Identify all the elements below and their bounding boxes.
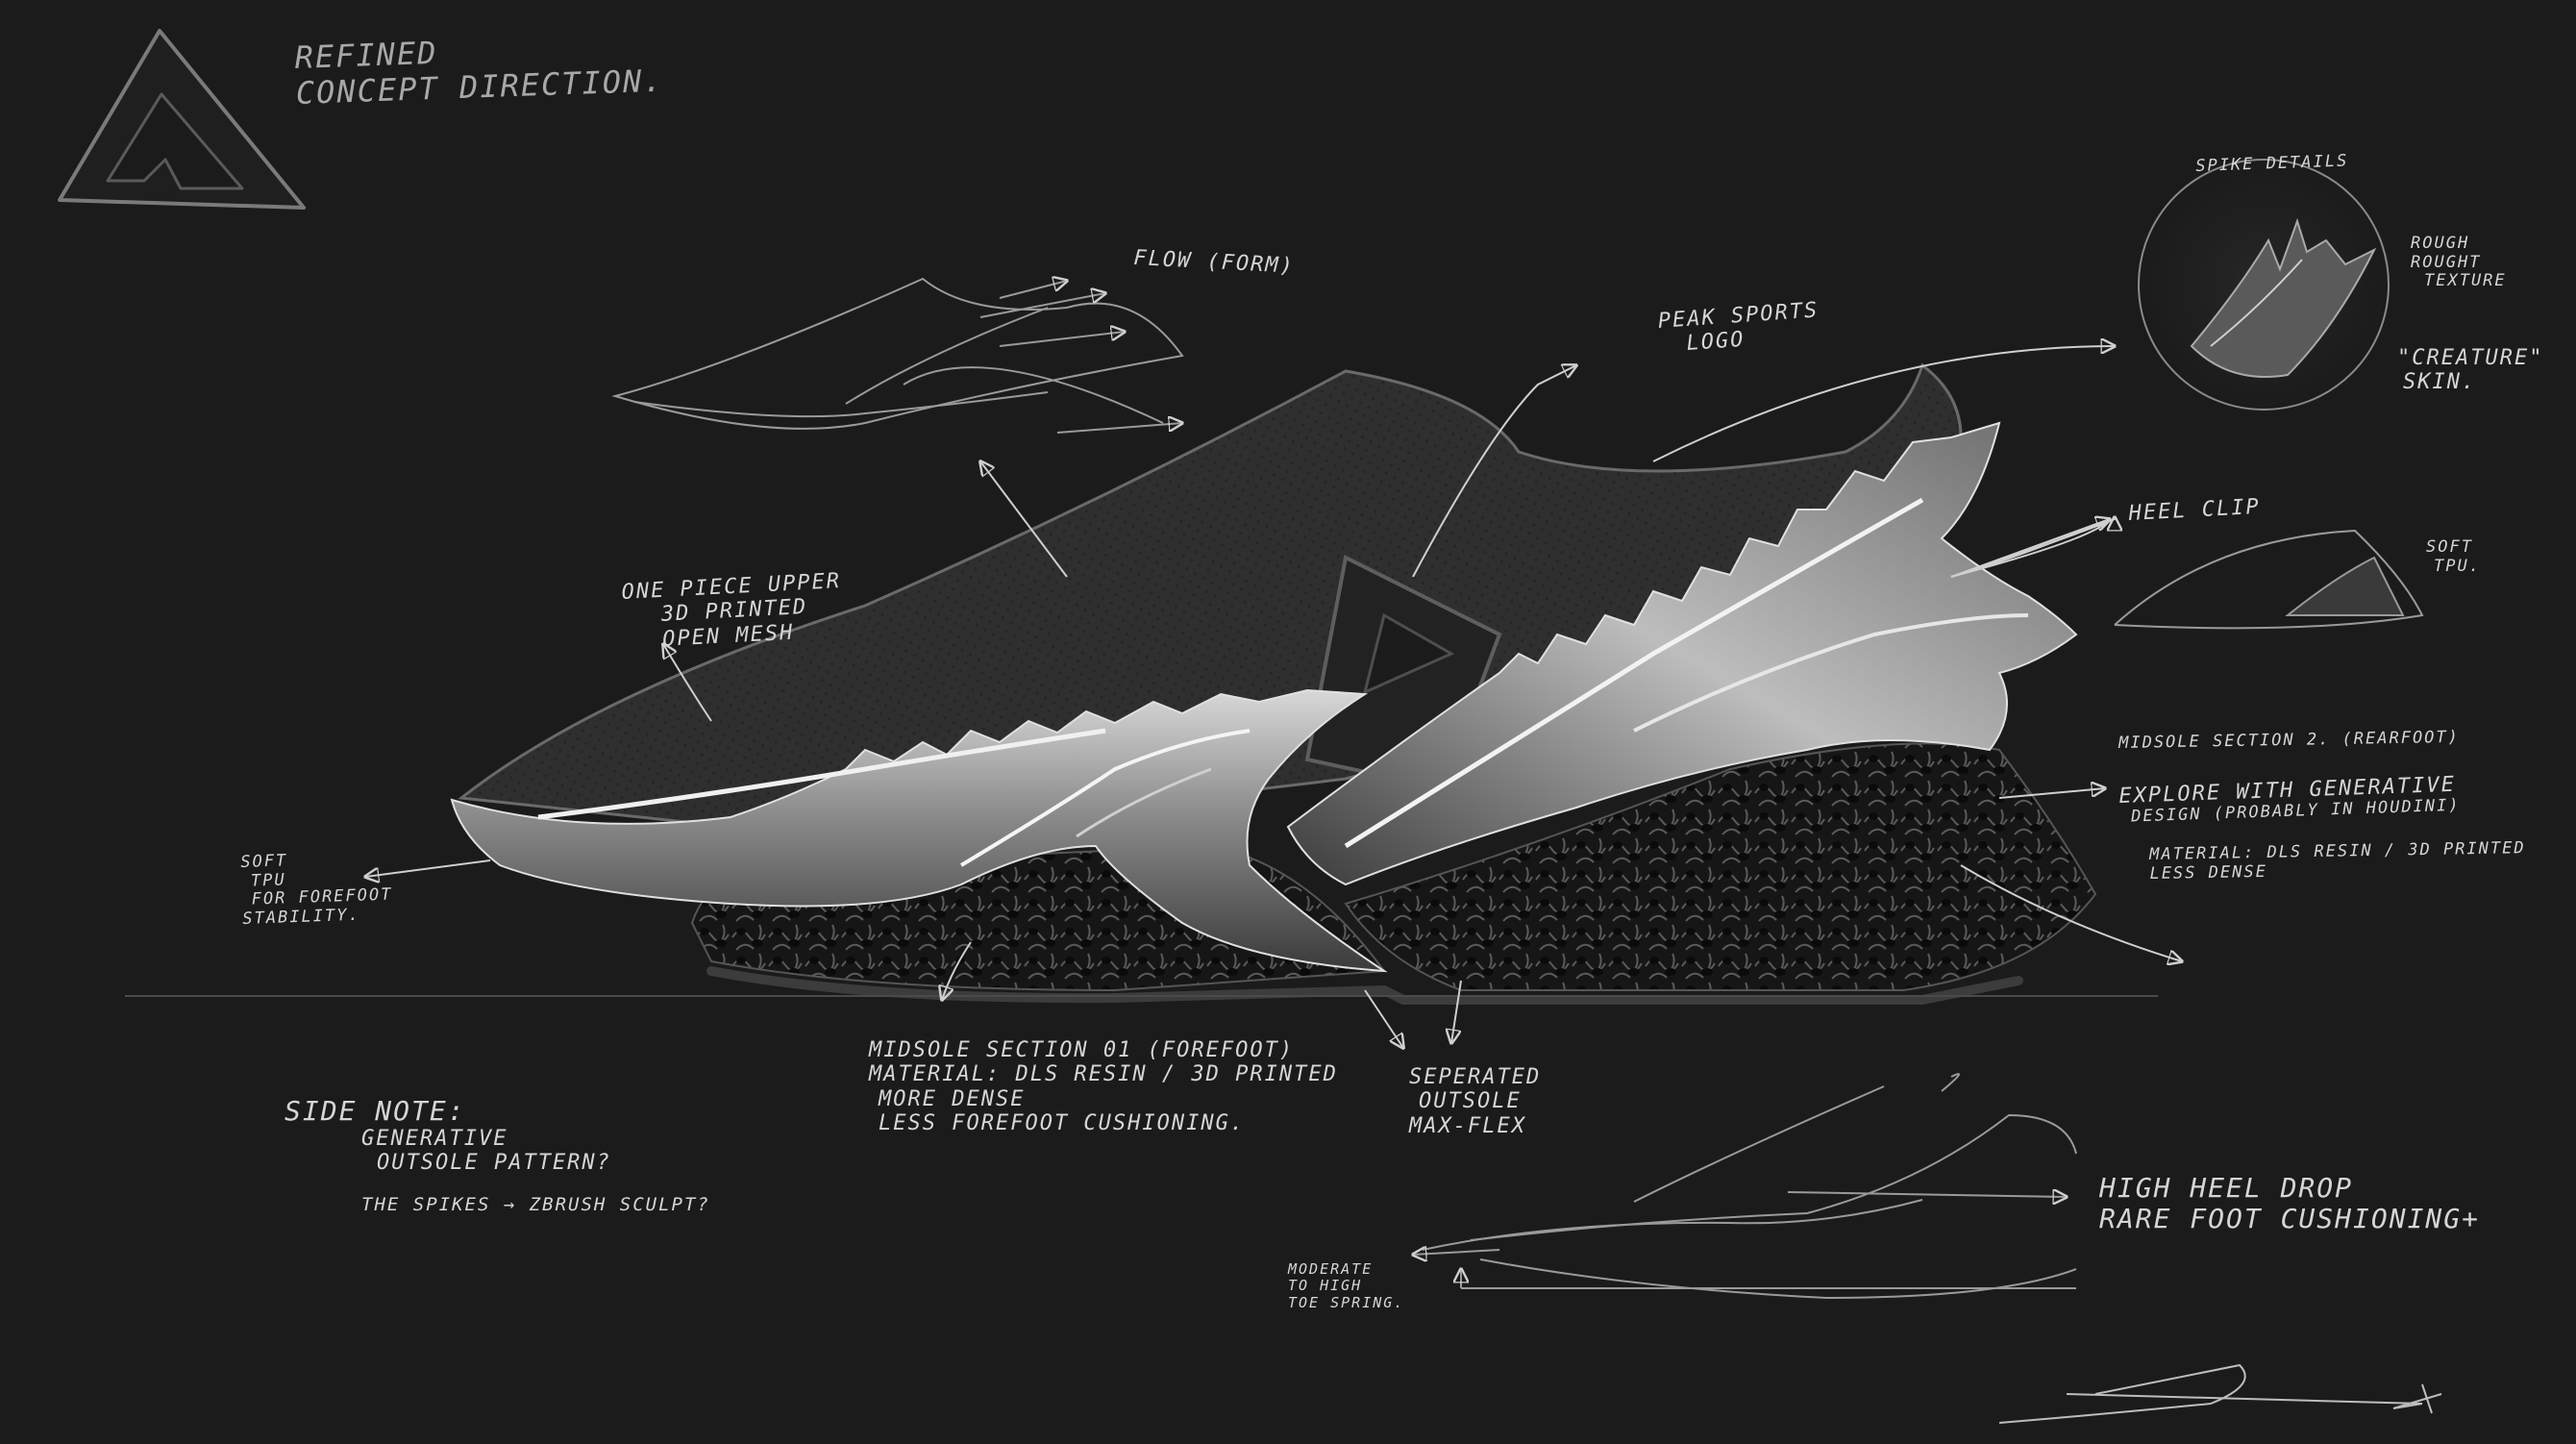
one-piece-upper-label: ONE PIECE UPPER 3D PRINTED OPEN MESH — [621, 569, 842, 652]
rough-texture-label: ROUGH ROUGHT TEXTURE — [2411, 234, 2507, 291]
separated-outsole-label: SEPERATED OUTSOLE MAX-FLEX — [1409, 1065, 1542, 1138]
material-2-label: MATERIAL: DLS RESIN / 3D PRINTED LESS DE… — [2148, 838, 2526, 884]
peak-triangle-logo-icon — [58, 29, 306, 210]
outsole — [706, 966, 2023, 1005]
side-note: SIDE NOTE: GENERATIVE OUTSOLE PATTERN? T… — [285, 1095, 710, 1215]
soft-tpu-heel-label: SOFT TPU. — [2426, 537, 2481, 576]
spike-detail-sketch — [2138, 159, 2390, 411]
heel-clip-leader — [1950, 518, 2111, 578]
toe-spring-label: MODERATE TO HIGH TOE SPRING. — [1288, 1260, 1405, 1311]
midsole-rearfoot — [1344, 742, 2097, 991]
designer-signature — [1998, 1363, 2442, 1424]
heel-drop-sketch — [1413, 1073, 2077, 1300]
rearfoot-spikes — [1286, 421, 2078, 886]
flow-form-sketch — [611, 279, 1182, 434]
forefoot-spikes — [450, 688, 1388, 973]
side-note-heading: SIDE NOTE: — [285, 1095, 466, 1127]
midsole-section-1-label: MIDSOLE SECTION 01 (FOREFOOT) MATERIAL: … — [869, 1038, 1338, 1135]
soft-tpu-forefoot-label: SOFT TPU FOR FOREFOOT STABILITY. — [239, 851, 393, 929]
page-title: REFINED CONCEPT DIRECTION. — [294, 28, 664, 112]
heel-clip-sketch — [2114, 529, 2424, 630]
creature-skin-label: "CREATURE" SKIN. — [2397, 346, 2544, 395]
heel-drop-label: HIGH HEEL DROP RARE FOOT CUSHIONING+ — [2099, 1172, 2481, 1235]
